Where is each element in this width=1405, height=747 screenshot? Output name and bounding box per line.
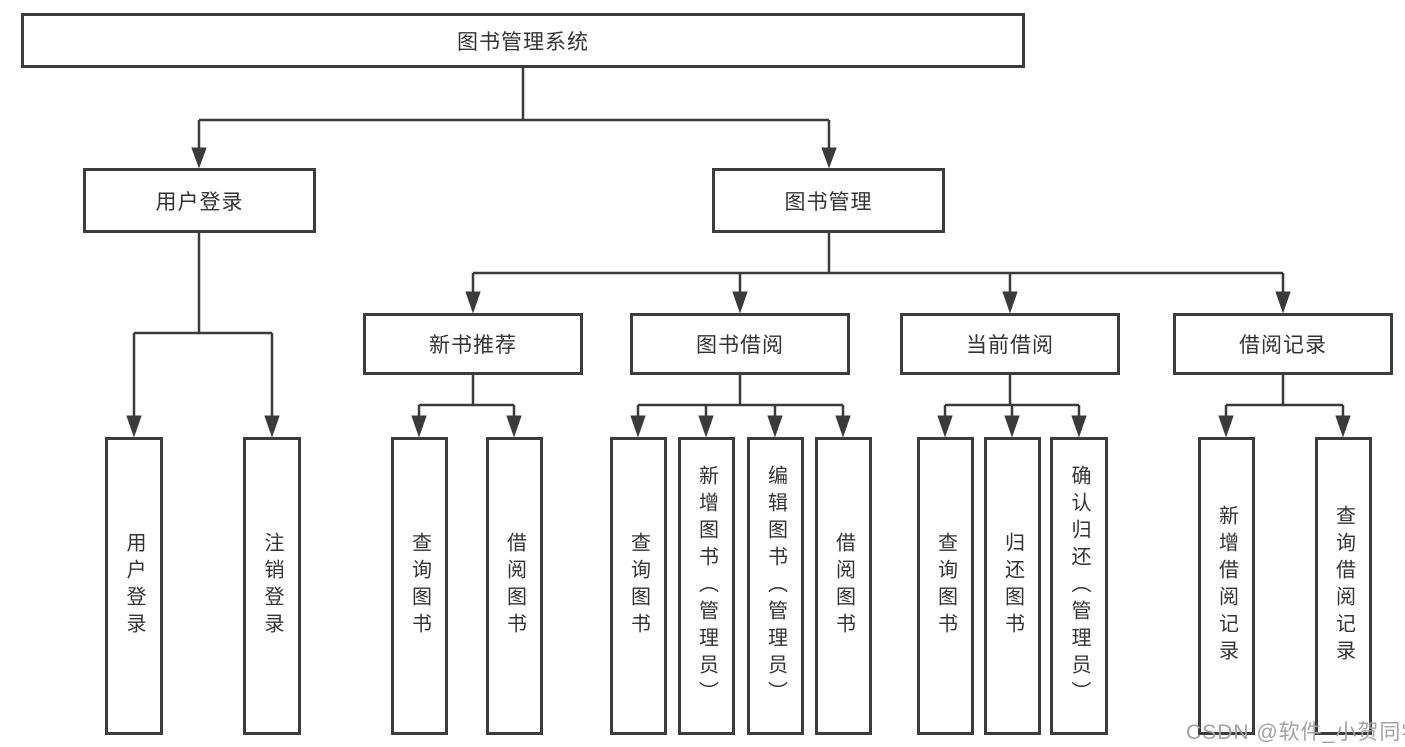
leaf-label: 查询图书 [408, 532, 431, 640]
leaf-confirm-return-admin: 确认归还（管理员） [1050, 437, 1108, 735]
node-borrowing-records: 借阅记录 [1173, 313, 1393, 375]
leaf-add-borrow-record: 新增借阅记录 [1198, 437, 1255, 735]
leaf-query-books-recommend: 查询图书 [391, 437, 448, 735]
leaf-label: 查询图书 [627, 532, 650, 640]
leaf-return-books: 归还图书 [984, 437, 1041, 735]
leaf-borrow-books-recommend: 借阅图书 [486, 437, 543, 735]
leaf-logout: 注销登录 [243, 437, 301, 735]
node-root-library-system: 图书管理系统 [21, 13, 1025, 68]
leaf-label: 编辑图书（管理员） [764, 464, 787, 708]
leaf-query-borrow-record: 查询借阅记录 [1315, 437, 1372, 735]
leaf-label: 借阅图书 [832, 532, 855, 640]
leaf-query-books-current: 查询图书 [917, 437, 974, 735]
leaf-label: 确认归还（管理员） [1068, 464, 1090, 708]
leaf-label: 新增图书（管理员） [695, 464, 718, 708]
leaf-add-books-admin: 新增图书（管理员） [678, 437, 735, 735]
node-user-login: 用户登录 [83, 168, 316, 233]
leaf-edit-books-admin: 编辑图书（管理员） [747, 437, 804, 735]
leaf-query-books-borrow: 查询图书 [610, 437, 667, 735]
leaf-label: 查询图书 [934, 532, 957, 640]
leaf-borrow-books: 借阅图书 [815, 437, 872, 735]
node-book-management: 图书管理 [712, 168, 945, 233]
leaf-label: 新增借阅记录 [1215, 505, 1238, 667]
leaf-label: 注销登录 [261, 532, 283, 640]
csdn-watermark: CSDN @软件_小贺同学 [1186, 721, 1405, 744]
leaf-label: 借阅图书 [503, 532, 526, 640]
leaf-user-login: 用户登录 [105, 437, 163, 735]
leaf-label: 查询借阅记录 [1332, 505, 1355, 667]
node-current-borrowing: 当前借阅 [900, 313, 1120, 375]
node-new-book-recommendation: 新书推荐 [363, 313, 583, 375]
node-book-borrowing: 图书借阅 [630, 313, 850, 375]
leaf-label: 用户登录 [123, 532, 145, 640]
leaf-label: 归还图书 [1001, 532, 1024, 640]
